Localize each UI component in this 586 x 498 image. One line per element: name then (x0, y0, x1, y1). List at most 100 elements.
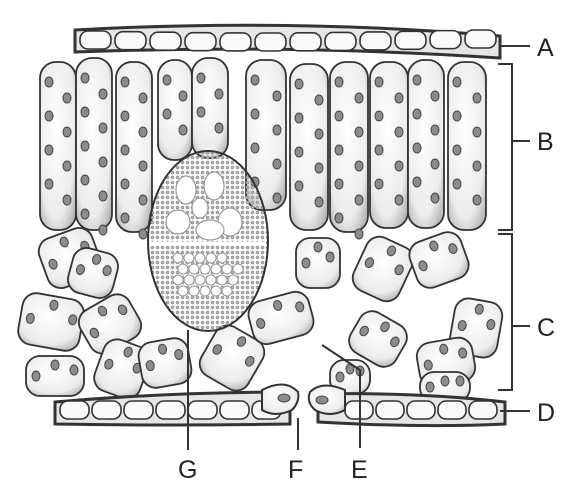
chloroplast (313, 241, 323, 253)
chloroplast (394, 264, 404, 276)
chloroplast (62, 194, 72, 206)
phloem-cell (199, 285, 211, 297)
chloroplast (272, 192, 282, 204)
chloroplast (120, 110, 130, 122)
chloroplast (412, 176, 422, 188)
phloem-cell (232, 263, 244, 275)
bracket-b (498, 63, 530, 231)
chloroplast (44, 110, 54, 122)
chloroplast (334, 144, 344, 156)
chloroplast (364, 257, 375, 268)
chloroplast (335, 371, 345, 383)
chloroplast (250, 142, 260, 154)
leader-e (321, 344, 361, 448)
chloroplast (374, 76, 384, 88)
chloroplast (374, 178, 384, 190)
chloroplast (486, 319, 496, 330)
chloroplast (412, 142, 422, 154)
chloroplast (80, 208, 90, 220)
epidermis-cell (59, 400, 90, 420)
chloroplast (62, 126, 72, 138)
chloroplast (430, 158, 440, 170)
chloroplast (178, 90, 188, 102)
chloroplast (80, 140, 90, 152)
chloroplast (75, 264, 86, 276)
chloroplast (430, 124, 440, 136)
chloroplast (452, 178, 462, 190)
chloroplast (120, 144, 130, 156)
epidermis-cell (91, 400, 122, 420)
phloem-cell (194, 274, 206, 286)
chloroplast (138, 228, 148, 240)
chloroplast (80, 106, 90, 118)
palisade-cell (39, 61, 77, 231)
chloroplast (123, 346, 133, 358)
chloroplast (394, 92, 404, 104)
palisade-cell (191, 57, 229, 159)
epidermis-cell (79, 30, 112, 50)
phloem-cell (183, 252, 195, 264)
epidermis-cell (437, 400, 467, 420)
chloroplast (455, 375, 465, 387)
label-a: A (537, 34, 554, 62)
chloroplast (472, 160, 482, 172)
chloroplast (430, 90, 440, 102)
epidermis-cell (149, 31, 182, 52)
chloroplast (162, 108, 172, 120)
chloroplast (214, 122, 224, 134)
chloroplast (272, 90, 282, 102)
epidermis-cell (219, 32, 252, 52)
chloroplast (354, 92, 364, 104)
chloroplast (429, 240, 439, 252)
epidermis-cell (394, 30, 427, 51)
chloroplast (120, 212, 130, 224)
chloroplast (386, 245, 397, 257)
spongy-cell (247, 290, 315, 346)
chloroplast (272, 124, 282, 136)
chloroplast (452, 110, 462, 122)
phloem-cells (172, 252, 244, 297)
phloem-cell (188, 285, 200, 297)
epidermis-cell (187, 400, 218, 420)
epidermis-cell (155, 400, 186, 420)
epidermis-cell (464, 29, 497, 49)
chloroplast (359, 325, 369, 337)
leader-lines (187, 45, 530, 450)
spongy-cell (295, 237, 341, 289)
phloem-cell (172, 274, 184, 286)
chloroplast (374, 110, 384, 122)
palisade-cell (289, 63, 329, 231)
spongy-cell (17, 292, 85, 352)
epidermis-cell (429, 29, 462, 50)
chloroplast (196, 72, 206, 84)
chloroplast (272, 158, 282, 170)
palisade-cell (245, 59, 287, 211)
phloem-cell (216, 274, 228, 286)
chloroplast (98, 224, 108, 236)
chloroplast (59, 236, 69, 248)
chloroplast (98, 88, 108, 100)
bracket-c (498, 233, 530, 391)
phloem-cell (221, 285, 233, 297)
chloroplast (97, 305, 108, 317)
chloroplast (334, 110, 344, 122)
chloroplast (314, 196, 324, 208)
chloroplast (314, 128, 324, 140)
chloroplast (354, 160, 364, 172)
chloroplast (44, 76, 54, 88)
palisade-cell (75, 57, 113, 236)
chloroplast (250, 74, 260, 86)
label-b: B (537, 128, 554, 156)
chloroplast (294, 180, 304, 192)
spongy-cell (198, 324, 266, 392)
chloroplast (457, 320, 467, 332)
chloroplast (295, 301, 305, 313)
xylem-vessel (203, 171, 225, 201)
chloroplast (50, 359, 60, 371)
xylem-vessel (175, 175, 197, 205)
epidermis-cell (123, 400, 154, 420)
chloroplast (102, 265, 112, 277)
chloroplast (120, 76, 130, 88)
chloroplast (380, 321, 390, 333)
